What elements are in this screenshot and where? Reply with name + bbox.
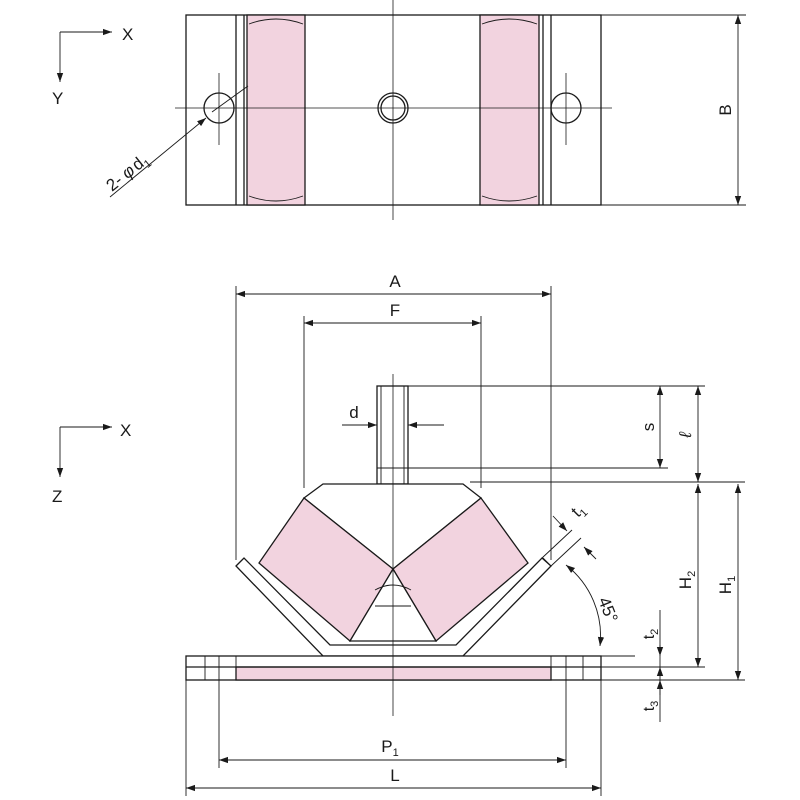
top-base-plate xyxy=(185,14,602,206)
angle-arc xyxy=(565,564,605,647)
top-axis-y-label: Y xyxy=(52,89,63,108)
front-axis-z-label: Z xyxy=(52,487,62,506)
top-axis-x-label: X xyxy=(122,25,133,44)
front-axis-indicator: X Z xyxy=(52,421,131,506)
top-center-stud xyxy=(377,92,409,124)
dimension-L-label: L xyxy=(390,766,399,785)
top-mount-hole-right xyxy=(550,92,582,124)
dimension-A-label: A xyxy=(389,272,401,291)
dimension-B-label: B xyxy=(716,104,735,115)
top-rubber-left xyxy=(246,14,306,206)
dimension-H2-label: H2 xyxy=(676,571,698,589)
front-base-rubber xyxy=(235,666,552,681)
dimension-t1-label: t1 xyxy=(567,500,590,523)
front-view: X Z A F d s ℓ xyxy=(52,272,745,796)
dimension-t3-label: t3 xyxy=(641,701,661,712)
dimension-l-label: ℓ xyxy=(676,432,695,439)
dimension-F-label: F xyxy=(390,301,400,320)
top-rubber-right xyxy=(479,14,540,206)
hole-diameter-label: 2- φd1 xyxy=(103,150,155,198)
dimension-H1-label: H1 xyxy=(716,576,738,594)
top-view: X Y 2- φd1 B xyxy=(52,0,746,220)
dimension-d-label: d xyxy=(349,403,358,422)
dimension-t2-label: t2 xyxy=(641,629,661,640)
threaded-stud xyxy=(376,385,409,485)
front-axis-x-label: X xyxy=(120,421,131,440)
top-mount-hole-left xyxy=(203,92,235,124)
top-axis-indicator: X Y xyxy=(52,25,133,108)
dimension-P1-label: P1 xyxy=(381,737,398,759)
angle-label: 45° xyxy=(594,594,621,625)
dimension-s-label: s xyxy=(639,423,658,432)
